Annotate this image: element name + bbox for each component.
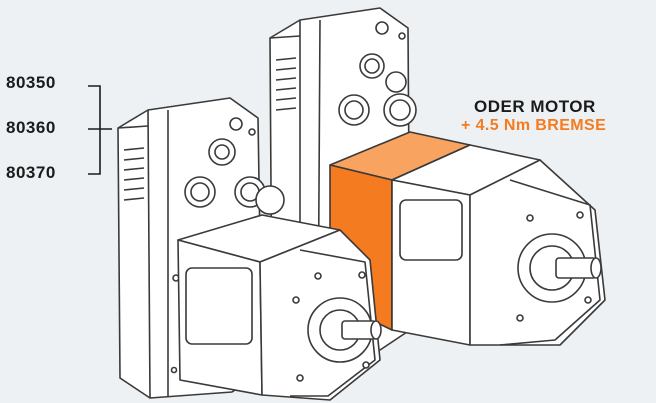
bracket-icon (88, 85, 112, 175)
model-number-80370: 80370 (6, 163, 56, 182)
rear-motor-body (391, 144, 606, 346)
model-number-80350: 80350 (6, 73, 56, 92)
callout-title: ODER MOTOR (474, 97, 596, 116)
model-number-80360: 80360 (6, 118, 56, 137)
front-motor-illustration (117, 97, 382, 401)
callout-subtitle: + 4.5 Nm BREMSE (461, 117, 607, 134)
